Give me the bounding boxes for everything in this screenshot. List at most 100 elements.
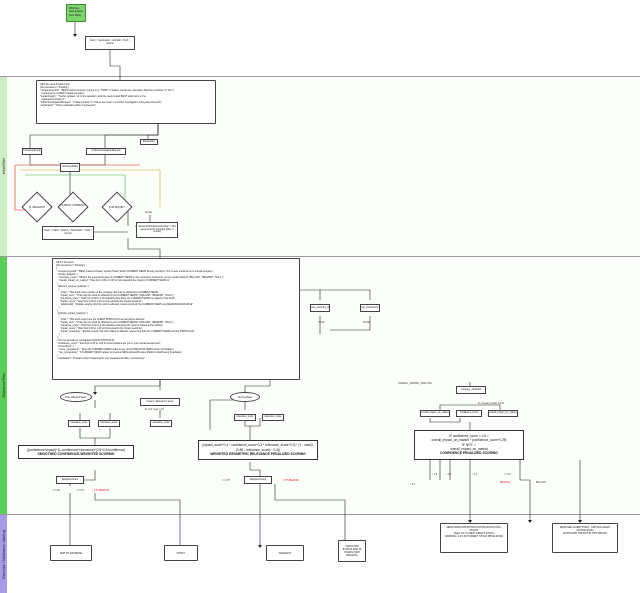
cond-label: <= 0.35 <box>52 490 60 492</box>
cond-label: > 0.5 <box>432 474 438 476</box>
needs-more-docs-node: Needs ADD Documents when > Add documents… <box>136 222 178 238</box>
relevance-prompt-title: GET is Frontend <box>56 261 74 264</box>
new-score-b-node: relevance_score <box>262 414 284 421</box>
formula-confidence-line2: overall_impact_on_market * (confidence_s… <box>431 438 507 443</box>
start-node-label: RSS fan-feed (Latest from Web) <box>69 7 83 17</box>
overall-a-label: overall_impact_on_market <box>421 412 449 415</box>
explanation-node: Explanation <box>140 139 158 145</box>
send-indicator-label: SEND INDICATOR BYPASS NOTIFICATION FOR +… <box>446 526 503 532</box>
relevance-prompt-line: "order": "That stock order number of the… <box>56 291 160 294</box>
relevance-prompt-line: "summary_news": "What is the expected im… <box>56 276 224 279</box>
further-label: Further <box>145 212 153 214</box>
fetch-summarize-node: Fetch > Summarize > Ask Edit > Tech > Ge… <box>85 36 135 50</box>
cond-label: >= 0.75 <box>76 490 84 492</box>
cond-label: > 0.5 <box>446 474 452 476</box>
relevance-prompt-line: "overall_impact_on_market": "float from … <box>56 279 171 282</box>
relevance-score-mid-label: relevance_score <box>152 422 170 425</box>
company-identified-label: company_identified <box>461 388 481 391</box>
relevance-prompt-line: "impact_term": "That may the stock be af… <box>56 294 175 297</box>
impact-header-node: Impact > Relevance Score <box>140 398 180 406</box>
news-summary-node: news_summary_list <box>310 304 330 312</box>
company-identify-label: CompanyIdentify <box>23 150 41 153</box>
explanation-label: Explanation <box>142 140 155 143</box>
formula-confidence-line4: overall_impact_on_market <box>450 447 488 452</box>
relevance-prompt-line: "confidence_score": "float from 0.00 to … <box>56 342 162 345</box>
prev-score-b-node: relevance_score <box>98 420 120 427</box>
cond-label: <= 0.5 <box>504 474 511 476</box>
company-identify-node: CompanyIdentify <box>22 148 42 155</box>
news-summary-label: news_summary_list <box>310 306 330 309</box>
prev-affected-label: Prev. Affected Score <box>65 395 87 399</box>
weighted-score-2-node: Weighted Score <box>244 476 272 484</box>
relevance-prompt-line: "order": "That stock order from the CLIE… <box>56 318 146 321</box>
initial-prompt-line: "furtherInvestigationRequest": "Yes/No (… <box>40 101 163 104</box>
relevance-prompt-line: "explanation": "Provide a short reasonin… <box>56 357 145 360</box>
cond-label: > 0.7 <box>472 474 478 476</box>
indicator-bypass-output: INDICATOR BYPASS FOR 30 HOURS (SKIP REAS… <box>338 540 366 562</box>
cond-label: BEARISH <box>500 482 511 484</box>
cond-label: BULLISH <box>536 482 546 484</box>
initial-prompt-line: (No relevance in "thinking") <box>40 86 69 89</box>
indicator-bypass-label: INDICATOR BYPASS FOR 30 HOURS (SKIP REAS… <box>342 545 362 557</box>
notify-output: NOTIFY <box>164 545 198 561</box>
cond-label: < 0.75 BEARISH <box>282 480 300 482</box>
fetch-crawl-node: Fetch > Crawl > Search > Summarize > Tec… <box>42 226 94 240</box>
prev-affected-ellipse: Prev. Affected Score <box>60 392 92 402</box>
relevance-prompt-line: "news_comparison": "Does the CURRENT NEW… <box>56 348 175 351</box>
fetch-summarize-label: Fetch > Summarize > Ask Edit > Tech > Ge… <box>89 40 131 45</box>
overall-market-label: OVERALL_MARKET_ANALYSIS <box>398 383 432 385</box>
relevance-prompt-line: "overall_analysis": { <box>56 273 79 276</box>
if-company-label: IF company clearly found <box>478 403 504 405</box>
relevance-prompt-line: "portfolio_impact_analysis": { <box>56 312 89 315</box>
lane-relevance-filter-label: Relevance Filter <box>1 373 6 398</box>
formula-geometric-line2: (0.85 - relevance_score) * 0.3)) <box>235 447 281 452</box>
lane-relevance-filter-label-bar: Relevance Filter <box>0 257 7 514</box>
overall-a-node: overall_impact_on_market <box>420 410 450 417</box>
relevance-score-mid-node: relevance_score <box>150 420 172 427</box>
relevance-prompt-line: "top_connections": "If CURRENT NEWS rela… <box>56 351 183 354</box>
weighted-score-1-label: Weighted Score <box>61 478 79 481</box>
relevance-prompt-line: "connections": { <box>56 345 74 348</box>
false-label: FALSE <box>363 322 371 324</box>
relevance-prompt-line: }, <box>56 336 59 339</box>
if-conf-label: IF conf. level < 0.5 <box>145 409 164 411</box>
relevance-prompt-line: }, <box>56 309 59 312</box>
further-investigation-label: FurtherInvestigationRequest <box>91 150 121 153</box>
relevance-prompt-line: }, <box>56 282 59 285</box>
formula-smoothed: ((confidence*impact)+(1-confidence)*rele… <box>18 445 134 459</box>
no-prev-label: No Prev/New <box>237 395 253 399</box>
cond-label: < 0.75 BEARISH <box>92 490 110 492</box>
cond-label: >= 0.75 <box>222 480 230 482</box>
true-label: TRUE <box>318 322 325 324</box>
lane-execution-label: Execution / Notification / Alerting <box>1 529 6 579</box>
new-score-a-label: relevance_score <box>236 416 254 419</box>
relevance-prompt-line: "relevance_score": "float from 0.00 to 1… <box>56 297 176 300</box>
formula-confidence-title: CONFIDENCE PENALIZED SCORING <box>440 451 498 456</box>
formula-geometric-title: WEIGHTED GEOMETRIC RELEVANCE PENALIZED S… <box>210 452 306 457</box>
initial-filter-prompt-doc: GET the news Frontend text (No relevance… <box>36 80 216 124</box>
relevance-prompt-line: (No relevance in "thinking") <box>56 264 85 267</box>
further-investigation-node: FurtherInvestigationRequest <box>86 148 126 155</box>
formula-geometric-line1: (impact_score^0.4 * confidence_score^0.3… <box>202 443 314 448</box>
prev-score-b-label: relevance_score <box>100 422 118 425</box>
formula-confidence-line3: IF NOT: = <box>462 442 476 447</box>
company-identified-node: company_identified <box>456 386 486 394</box>
relevance-prompt-line: "relevance_score": "float from 0.00 to 1… <box>56 324 164 327</box>
fetch-crawl-label: Fetch > Crawl > Search > Summarize > Tec… <box>44 230 92 235</box>
transact-label: TRANSACT <box>278 551 292 555</box>
lane-execution: Execution / Notification / Alerting <box>0 514 640 593</box>
skip-to-database-output: SKIP TO DATABASE <box>50 545 92 561</box>
overall-b-label: confidence_score <box>459 412 478 415</box>
overall-c-label: overall_impact_on_market <box>489 412 517 415</box>
skip-to-database-label: SKIP TO DATABASE <box>59 551 83 555</box>
relevance-prompt-line: "relationship": "Explain exactly why thi… <box>56 303 194 306</box>
relevance-prompt-line: "impact_term": "That may the stock be af… <box>56 321 175 324</box>
needs-more-docs-label: Needs ADD Documents when > Add documents… <box>138 225 176 234</box>
relevance-prompt-line: "impact_score": "float from 0.00 to 1.00… <box>56 300 143 303</box>
initial-prompt-line: mentioned company?", <box>40 98 66 101</box>
formula-confidence-line1: IF confidence_score < 0.8 = <box>449 434 489 439</box>
top-connections-label: top_connections <box>361 306 379 309</box>
relevance-prompt-line: "company/symbol": "BEST traded company s… <box>56 270 214 273</box>
new-score-a-node: relevance_score <box>234 414 256 421</box>
